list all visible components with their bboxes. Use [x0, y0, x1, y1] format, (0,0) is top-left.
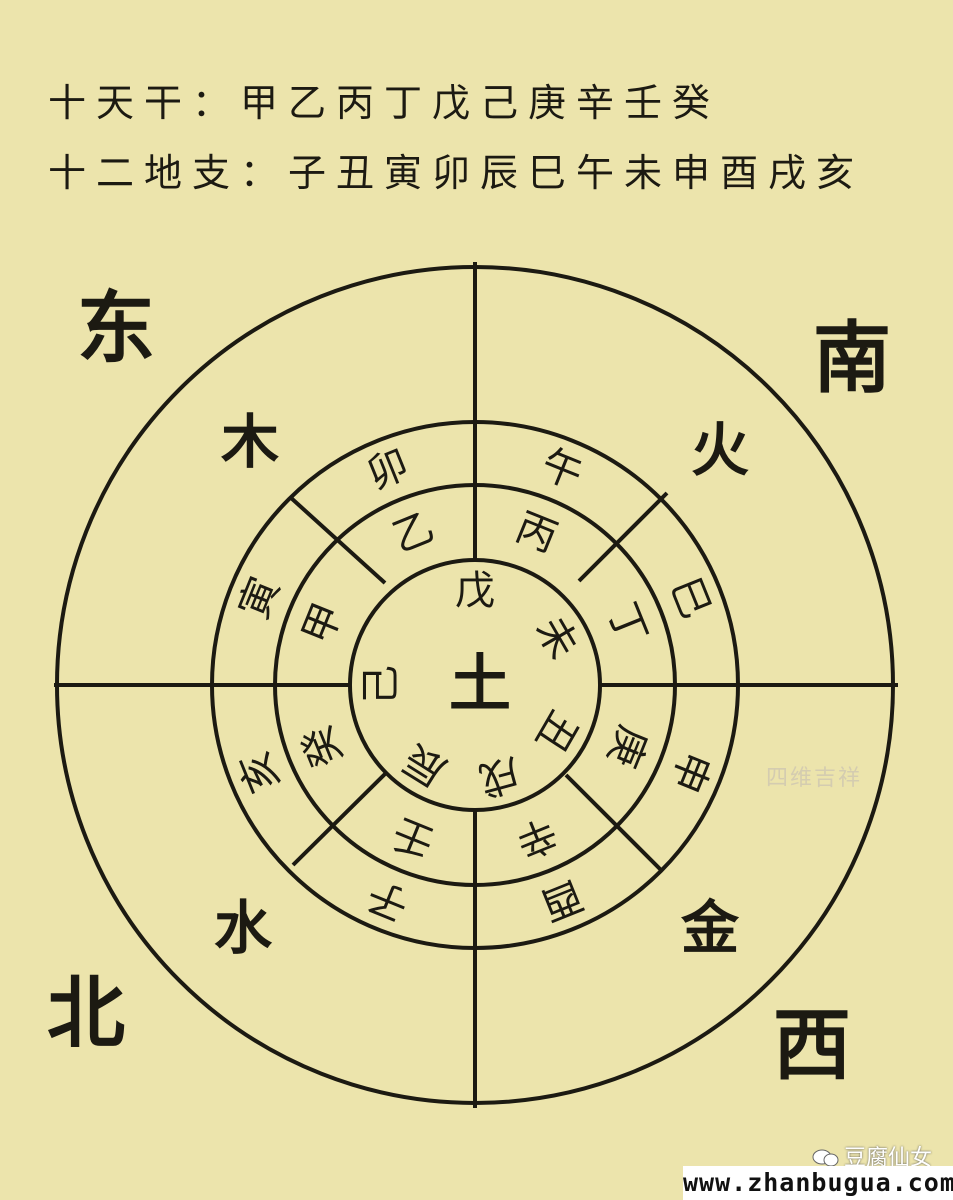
- site-url[interactable]: www.zhanbugua.com: [683, 1166, 953, 1200]
- heavenly-stems-line: 十天干：甲乙丙丁戊己庚辛壬癸: [48, 81, 721, 125]
- branch-glyph: 子: [361, 871, 415, 929]
- element-wood: 木: [221, 408, 279, 476]
- stem-glyph: 乙: [386, 504, 440, 562]
- stem-glyph: 丙: [509, 504, 563, 562]
- watermark: 四维吉祥: [766, 766, 863, 791]
- earthly-branches-line: 十二地支：子丑寅卯辰巳午未申酉戌亥: [48, 151, 865, 195]
- element-metal: 金: [681, 894, 740, 962]
- diagonal-divider-sw: [291, 771, 388, 867]
- center-stem-glyph: 戌: [474, 748, 525, 803]
- diagonal-divider-se: [564, 773, 663, 872]
- branch-glyph: 酉: [535, 871, 589, 929]
- center-stem-glyph: 戊: [455, 568, 495, 614]
- branch-glyph: 寅: [231, 571, 289, 625]
- diagonal-divider-nw: [288, 495, 387, 585]
- stem-glyph: 甲: [294, 596, 352, 650]
- chat-bubble-icon: [812, 1149, 839, 1167]
- branch-glyph: 亥: [231, 745, 289, 799]
- stem-glyph: 壬: [386, 808, 440, 866]
- direction-west: 西: [773, 1000, 851, 1091]
- branch-glyph: 申: [661, 745, 719, 799]
- center-stem-glyph: 己: [358, 665, 404, 705]
- branch-glyph: 卯: [361, 441, 415, 499]
- element-fire: 火: [691, 416, 749, 484]
- center-stem-glyph: 辰: [396, 735, 454, 795]
- element-water: 水: [214, 894, 273, 962]
- diagonal-divider-ne: [577, 491, 669, 583]
- stem-glyph: 癸: [294, 719, 352, 773]
- direction-east: 东: [77, 283, 155, 374]
- stem-glyph: 丁: [598, 596, 656, 650]
- direction-south: 南: [813, 313, 891, 404]
- branch-glyph: 巳: [661, 571, 719, 625]
- branch-glyph: 午: [535, 441, 589, 499]
- center-stem-glyph: 丑: [526, 703, 586, 761]
- stem-glyph: 辛: [509, 808, 563, 866]
- element-earth: 土: [449, 647, 511, 720]
- stem-glyph: 庚: [598, 719, 656, 773]
- center-stem-glyph: 未: [526, 609, 586, 667]
- direction-north: 北: [47, 968, 125, 1059]
